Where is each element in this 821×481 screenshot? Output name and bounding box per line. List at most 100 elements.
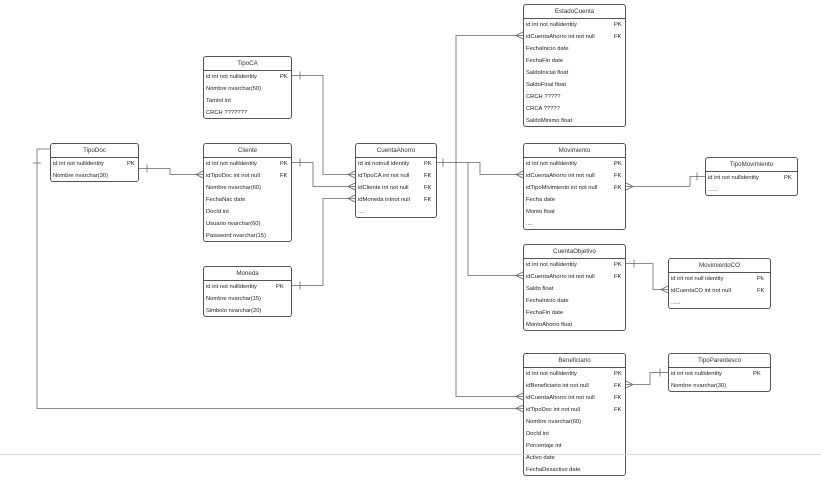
field-text: ...... (708, 187, 718, 193)
entity-field: CRCH ????? (524, 91, 625, 103)
field-key-badge: FK (614, 383, 622, 389)
field-text: idCliente int not null (358, 185, 409, 191)
field-key-badge: FK (757, 288, 765, 294)
entity-field: Fecha date (524, 194, 625, 206)
field-text: idCuentaCO int not null (671, 288, 731, 294)
rel-cuentaahorro-beneficiario (455, 162, 523, 397)
field-text: Nombre nvarchar(15) (206, 296, 262, 302)
field-key-badge: PK (614, 371, 622, 377)
field-key-badge: FK (614, 185, 622, 191)
rel-end-many (347, 170, 356, 175)
rel-end-many (347, 174, 356, 179)
rel-end-many (195, 170, 204, 175)
rel-end-many (515, 35, 524, 40)
entity-field: ...... (706, 184, 797, 196)
field-text: Activo date (526, 455, 555, 461)
rel-end-many (347, 194, 356, 199)
field-text: id int not nullidentity (526, 262, 577, 268)
entity-field: Activo date (524, 452, 625, 464)
rel-end-many (515, 170, 524, 175)
field-text: Usuario nvarchar(60) (206, 221, 261, 227)
field-text: Password nvarchar(15) (206, 233, 266, 239)
rel-cuentaahorro-movimiento (456, 162, 523, 175)
field-text: Fecha date (526, 197, 556, 203)
field-key-badge: PK (614, 161, 622, 167)
entity-field: idCuentaCO int not null FK (669, 285, 770, 297)
field-text: Saldo float (526, 286, 554, 292)
entity-field: SaldoInicial float (524, 67, 625, 79)
field-key-badge: FK (424, 197, 432, 203)
field-text: idTipoDoc int not null (526, 407, 580, 413)
entity-field: Simbolo nvarchar(20) (204, 305, 291, 317)
field-text: FechaDesactivo date (526, 467, 581, 473)
rel-end-many (515, 174, 524, 179)
field-key-badge: PK (784, 175, 792, 181)
field-text: SaldoInicial float (526, 70, 569, 76)
field-key-badge: PK (614, 262, 622, 268)
entity-field: TamInl int (204, 95, 291, 107)
rel-moneda-cuentaahorro (292, 198, 355, 286)
field-key-badge: PK (753, 371, 761, 377)
entity-field: Usuario nvarchar(60) (204, 218, 291, 230)
field-text: MontoAhorro float (526, 322, 573, 328)
entity-title: TipoParentesco (669, 354, 770, 368)
field-text: Simbolo nvarchar(20) (206, 308, 262, 314)
entity-title: TipoMovimiento (706, 158, 797, 172)
entity-title: EstadoCuenta (524, 5, 625, 19)
field-text: Nombre nvarchar(30) (671, 383, 727, 389)
rel-end-many (660, 285, 669, 290)
field-text: SaldoFinal float (526, 82, 566, 88)
field-text: idCuentaAhorro int not null (526, 395, 595, 401)
entity-title: MovimientoCO (669, 259, 770, 273)
entity-field: DocId int (524, 428, 625, 440)
field-text: idTipoMivimiento int not null (526, 185, 598, 191)
field-key-badge: FK (614, 173, 622, 179)
entity-title: Movimiento (524, 144, 625, 158)
field-text: CRCH ????? (526, 94, 561, 100)
rel-end-many (515, 271, 524, 276)
field-text: .... (526, 221, 533, 227)
rel-cuentaahorro-estadocuenta (437, 35, 523, 163)
rel-end-many (625, 384, 634, 389)
rel-end-many (660, 289, 669, 294)
entity-field: SaldoMinimo float (524, 115, 625, 127)
entity-title: TipoCA (204, 57, 291, 71)
field-text: CRCA ????? (526, 106, 560, 112)
rel-tipoparentesco-beneficiario (626, 372, 668, 385)
rel-tipomovimiento-movimiento (626, 176, 705, 187)
rel-tipodoc-cliente (139, 168, 203, 175)
entity-field: FechaFin date (524, 55, 625, 67)
entity-field: MontoAhorro float (524, 319, 625, 331)
field-key-badge: PK (614, 22, 622, 28)
field-text: id int not nullidentity (206, 161, 257, 167)
entity-field: FechaNac date (204, 194, 291, 206)
entity-title: CuentaAhorro (356, 144, 436, 158)
entity-field: idTipoMivimiento int not null FK (524, 182, 625, 194)
entity-title: Moneda (204, 267, 291, 281)
entity-field: Nombre nvarchar(50) (204, 83, 291, 95)
entity-field: .... (524, 218, 625, 230)
entity-field: Saldo float (524, 283, 625, 295)
field-text: FechaFin date (526, 58, 564, 64)
